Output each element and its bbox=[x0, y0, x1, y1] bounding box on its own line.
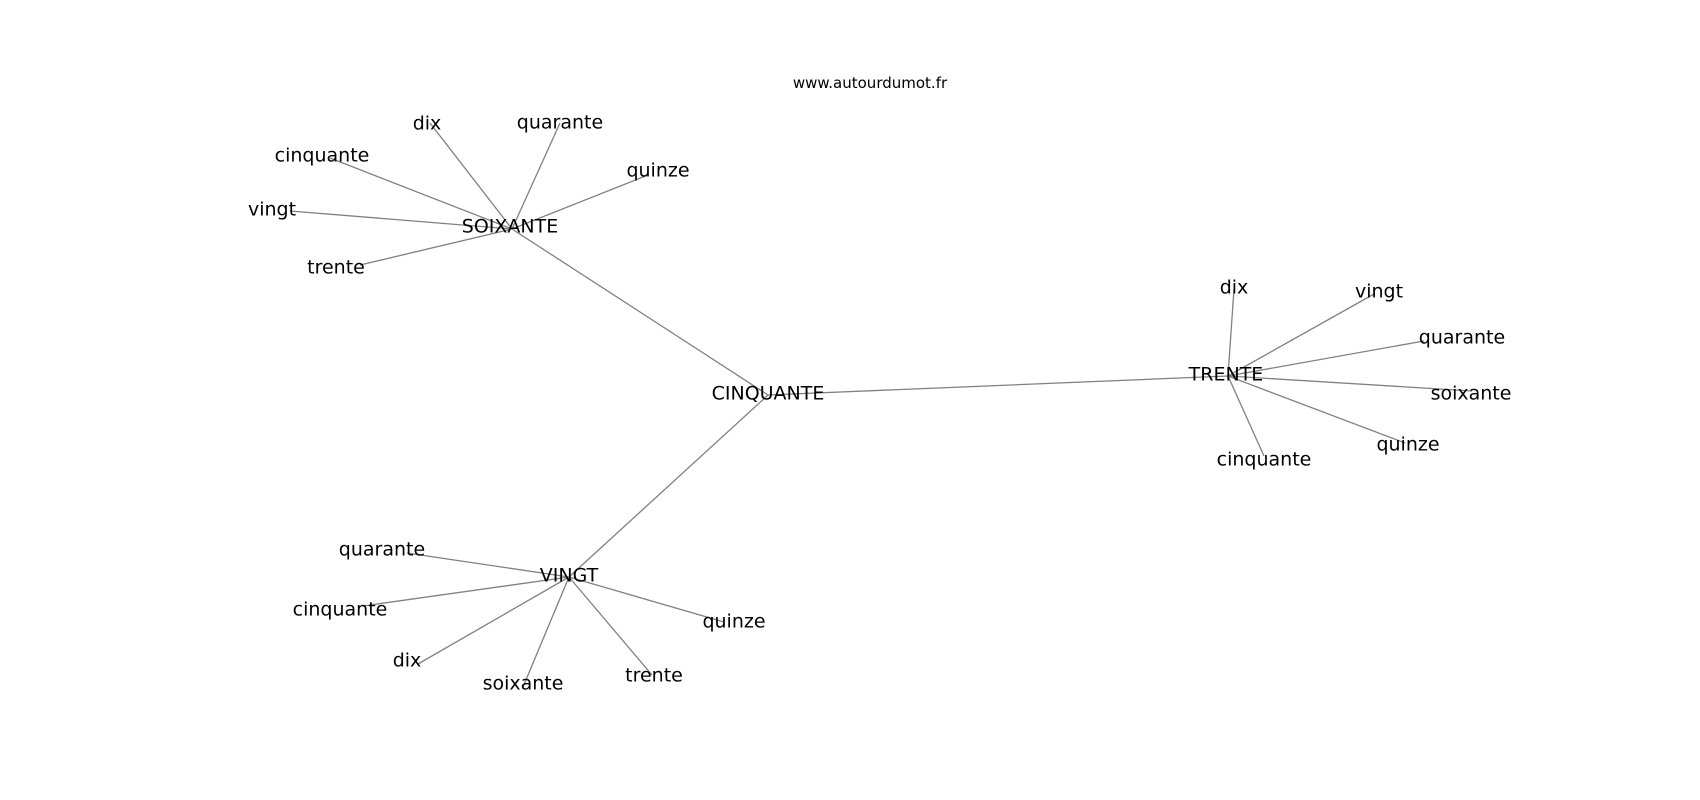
edges-layer bbox=[289, 122, 1473, 688]
edge-vingt-quarante bbox=[406, 552, 570, 578]
edge-trente-cinquante bbox=[1227, 375, 1265, 457]
leaf-node-soixante-cinquante: cinquante bbox=[275, 145, 370, 167]
edge-soixante-cinquante bbox=[329, 157, 513, 230]
edge-trente-vingt bbox=[1227, 293, 1375, 377]
edge-soixante-quinze bbox=[511, 174, 649, 230]
edge-trente-dix bbox=[1227, 288, 1235, 377]
edge-center-trente bbox=[767, 375, 1229, 396]
edge-trente-quinze bbox=[1227, 375, 1406, 444]
leaf-node-trente-cinquante: cinquante bbox=[1217, 449, 1312, 471]
leaf-node-soixante-quinze: quinze bbox=[626, 160, 689, 182]
leaf-node-soixante-dix: dix bbox=[413, 113, 442, 135]
labels-layer: CINQUANTE SOIXANTE dix quarante quinze cinqua… bbox=[248, 112, 1511, 695]
edge-vingt-soixante bbox=[522, 576, 570, 688]
edge-vingt-cinquante bbox=[362, 576, 570, 607]
leaf-node-soixante-vingt: vingt bbox=[248, 199, 296, 221]
leaf-node-trente-soixante: soixante bbox=[1431, 383, 1512, 405]
edge-trente-quarante bbox=[1227, 340, 1425, 377]
leaf-node-trente-quinze: quinze bbox=[1376, 434, 1439, 456]
leaf-node-trente-dix: dix bbox=[1220, 277, 1249, 299]
leaf-node-vingt-trente: trente bbox=[625, 665, 683, 687]
edge-trente-soixante bbox=[1227, 375, 1473, 392]
leaf-node-vingt-cinquante: cinquante bbox=[293, 599, 388, 621]
edge-vingt-dix bbox=[417, 576, 570, 665]
edge-center-vingt bbox=[568, 394, 769, 578]
leaf-node-soixante-trente: trente bbox=[307, 257, 365, 279]
site-watermark: www.autourdumot.fr bbox=[793, 74, 948, 92]
center-node-label: CINQUANTE bbox=[712, 383, 825, 405]
edge-soixante-dix bbox=[429, 122, 513, 230]
hub-node-vingt: VINGT bbox=[540, 565, 599, 587]
leaf-node-vingt-dix: dix bbox=[393, 650, 422, 672]
edge-center-soixante bbox=[511, 228, 769, 396]
edge-vingt-quinze bbox=[568, 576, 725, 623]
leaf-node-vingt-soixante: soixante bbox=[483, 673, 564, 695]
leaf-node-soixante-quarante: quarante bbox=[517, 112, 603, 134]
hub-node-trente: TRENTE bbox=[1188, 364, 1264, 386]
edge-vingt-trente bbox=[568, 576, 653, 676]
hub-node-soixante: SOIXANTE bbox=[462, 216, 558, 238]
edge-soixante-quarante bbox=[511, 122, 561, 230]
leaf-node-vingt-quarante: quarante bbox=[339, 539, 425, 561]
leaf-node-trente-quarante: quarante bbox=[1419, 327, 1505, 349]
edge-soixante-trente bbox=[359, 228, 513, 266]
leaf-node-trente-vingt: vingt bbox=[1355, 281, 1403, 303]
edge-soixante-vingt bbox=[289, 210, 513, 230]
leaf-node-vingt-quinze: quinze bbox=[702, 611, 765, 633]
